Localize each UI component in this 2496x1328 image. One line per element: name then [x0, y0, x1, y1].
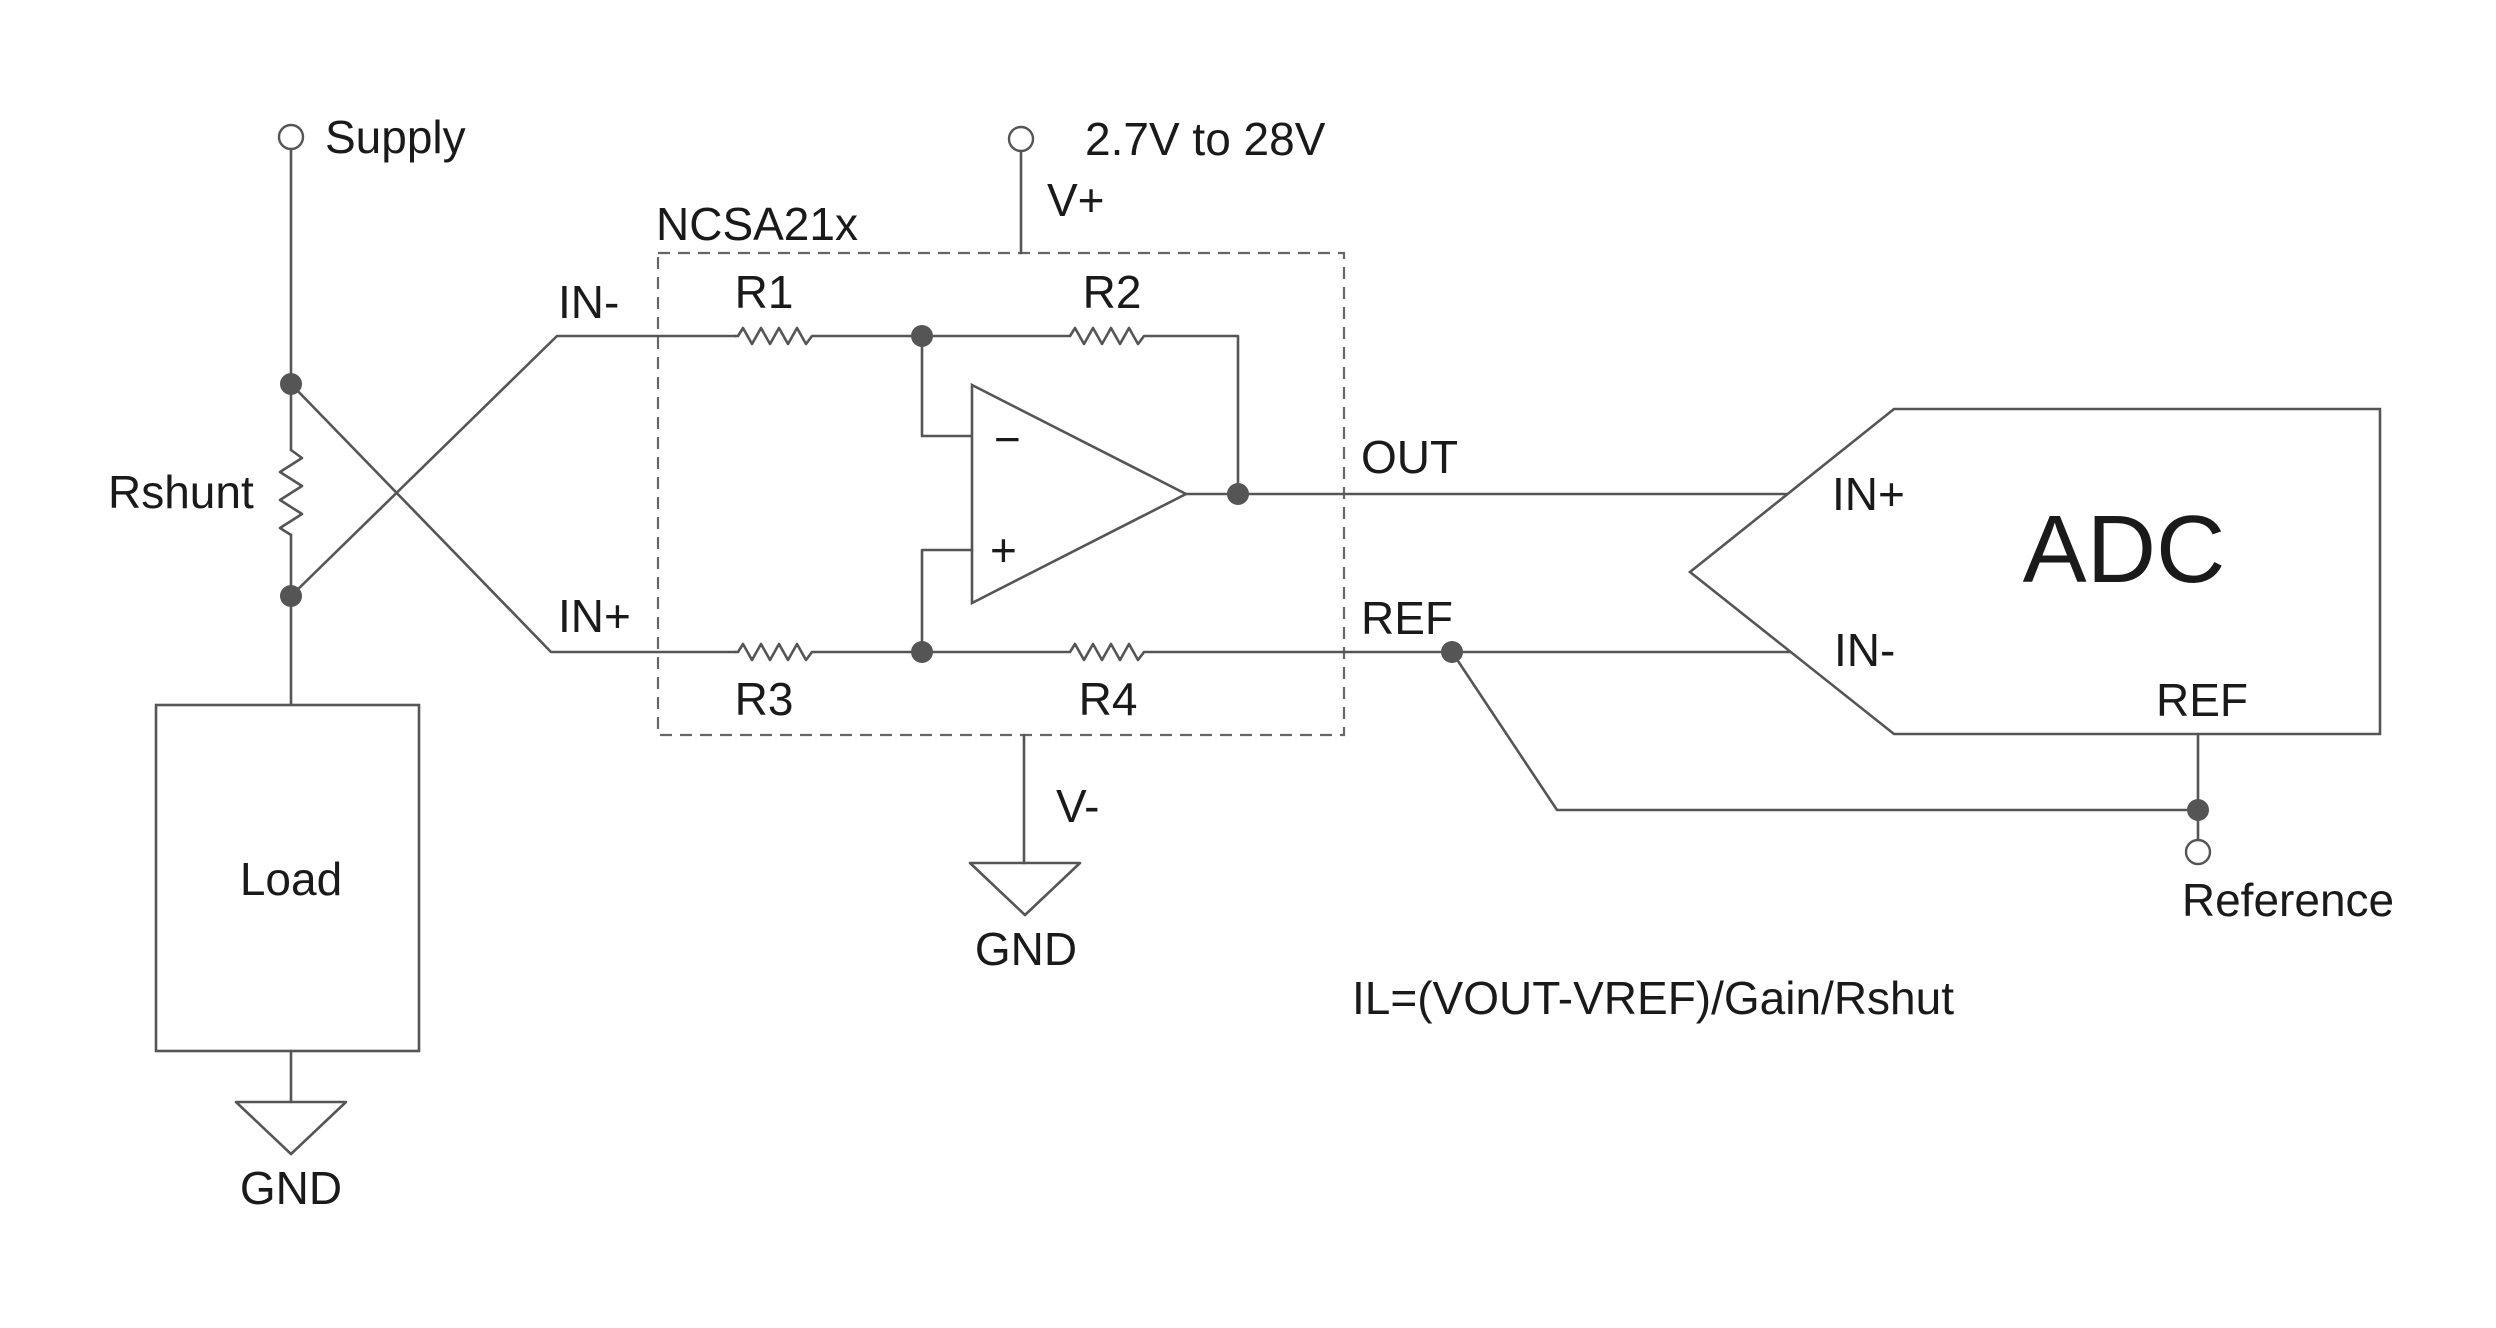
- inv-input-wire: [920, 334, 974, 438]
- in-plus-sense-wire: [289, 382, 737, 654]
- adc-ref-node: [2187, 799, 2209, 821]
- vsupply-terminal: [1007, 125, 1035, 153]
- in-plus-label: IN+: [558, 590, 631, 642]
- opamp-minus-sign: −: [994, 413, 1021, 465]
- gnd-left-symbol: [234, 1100, 348, 1156]
- gnd-mid-label: GND: [975, 923, 1077, 975]
- r2-resistor: [920, 326, 1240, 496]
- adc-in-minus-label: IN-: [1834, 624, 1895, 676]
- ncsa21x-amplifier: NCSA21x 2.7V to 28V V+ V- GND R1 R2 − + …: [656, 113, 1346, 975]
- rshunt-label: Rshunt: [108, 466, 254, 518]
- adc-ref-label: REF: [2156, 674, 2248, 726]
- vminus-label: V-: [1056, 780, 1099, 832]
- reference-terminal: [2184, 838, 2212, 866]
- vplus-label: V+: [1047, 174, 1105, 226]
- in-minus-sense-wire: [289, 334, 737, 598]
- r2-label: R2: [1083, 266, 1142, 318]
- load-label: Load: [240, 853, 342, 905]
- reference-label: Reference: [2182, 874, 2394, 926]
- chip-label: NCSA21x: [656, 198, 858, 250]
- opamp-plus-sign: +: [990, 524, 1017, 576]
- adc-in-plus-label: IN+: [1832, 468, 1905, 520]
- r3-label: R3: [735, 673, 794, 725]
- r4-label: R4: [1079, 673, 1138, 725]
- load-box: [154, 703, 421, 1053]
- adc-block: ADC IN+ IN- REF Reference: [1687, 407, 2394, 926]
- in-minus-label: IN-: [558, 276, 619, 328]
- rshunt-resistor: [278, 448, 304, 537]
- vrange-label: 2.7V to 28V: [1085, 113, 1326, 165]
- r1-resistor: [733, 326, 924, 346]
- supply-branch: Supply Rshunt Load GND: [108, 111, 466, 1214]
- adc-label: ADC: [2023, 496, 2226, 603]
- r1-label: R1: [735, 266, 794, 318]
- opamp-triangle: [970, 382, 1189, 606]
- noninv-input-wire: [920, 548, 974, 654]
- out-label: OUT: [1361, 431, 1458, 483]
- sense-wires: IN- IN+: [289, 276, 737, 654]
- adc-outline: [1687, 407, 2382, 736]
- output-nets: OUT REF: [1236, 431, 2200, 812]
- r3-resistor: [733, 642, 924, 662]
- r4-resistor: [920, 642, 1346, 662]
- supply-terminal: [277, 123, 305, 151]
- ref-return-wire: [1450, 650, 2200, 812]
- gnd-mid-symbol: [968, 861, 1082, 917]
- ref-label: REF: [1361, 592, 1453, 644]
- supply-label: Supply: [325, 111, 466, 163]
- current-formula: IL=(VOUT-VREF)/Gain/Rshut: [1352, 972, 1954, 1024]
- gnd-left-label: GND: [240, 1162, 342, 1214]
